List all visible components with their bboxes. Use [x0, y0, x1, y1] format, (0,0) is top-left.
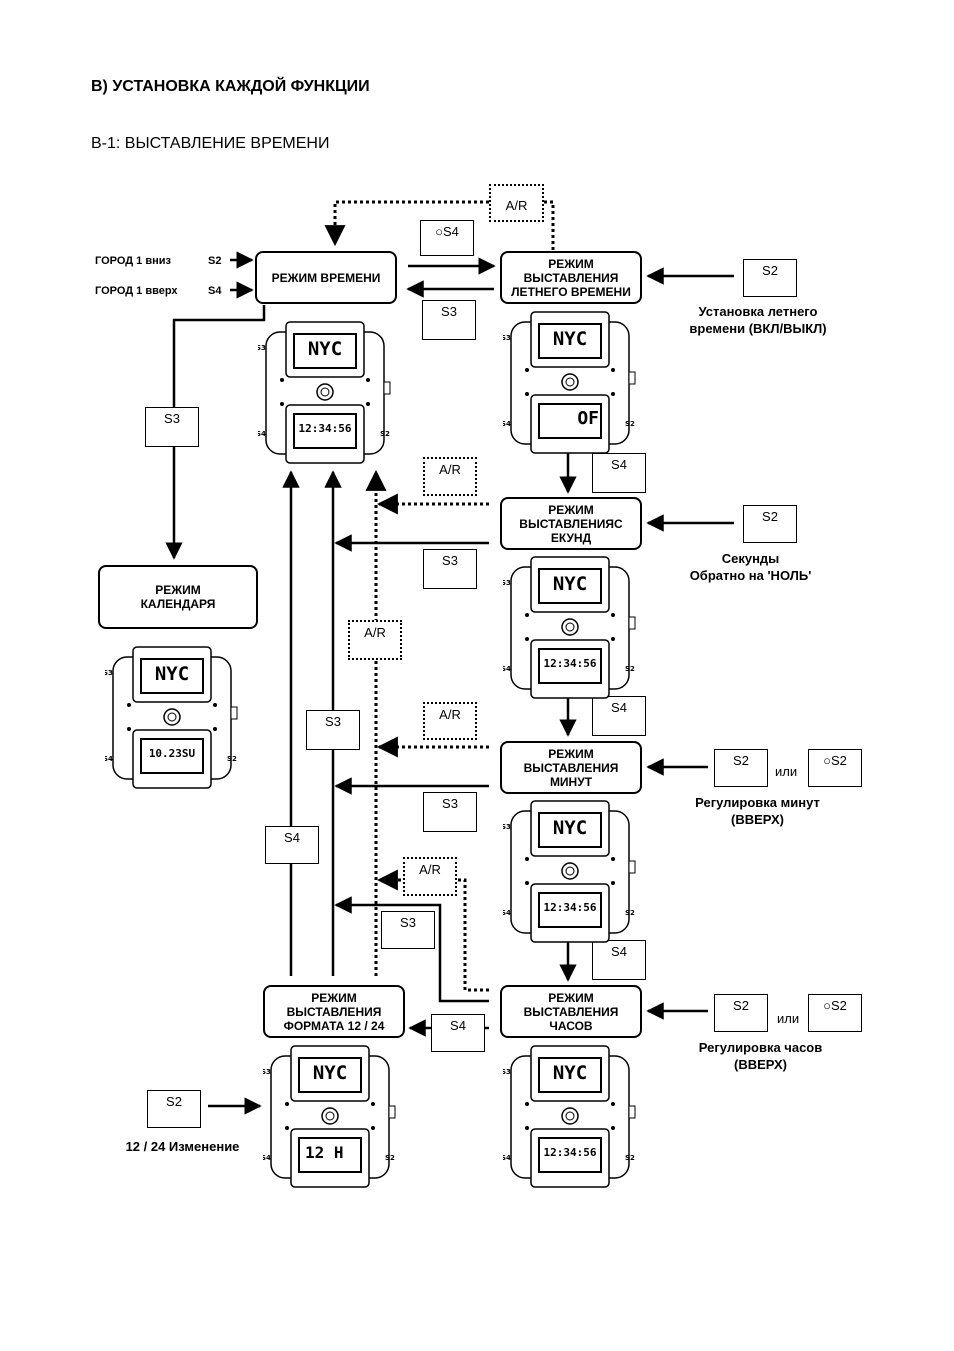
watch-format: S3 S4 S2 NYC 12 H: [261, 1044, 397, 1189]
hours-caption: Регулировка часов (ВВЕРХ): [698, 1040, 823, 1072]
key-s4-seconds-minutes[interactable]: S4: [592, 696, 646, 736]
svg-text:S3: S3: [263, 1068, 271, 1076]
watch-module-icon: S3 S4 S2: [501, 556, 636, 699]
key-s2-circle-minutes[interactable]: ○S2: [808, 749, 862, 787]
svg-text:S3: S3: [503, 1068, 511, 1076]
key-s3-format[interactable]: S3: [306, 710, 360, 750]
format-caption: 12 / 24 Изменение: [125, 1139, 240, 1154]
watch-minutes: S3 S4 S2 NYC 12:34:56: [501, 799, 637, 944]
watch-time: S3 S4 S2 NYC 12:34:56: [256, 320, 392, 465]
lcd-dst: OF: [577, 408, 599, 429]
watch-module-icon: S3 S4 S2: [501, 311, 636, 454]
svg-text:S2: S2: [625, 1154, 635, 1162]
city-up-key: S4: [208, 285, 222, 297]
lcd-format: 12 H: [305, 1143, 344, 1162]
city-up-label: ГОРОД 1 вверх: [95, 285, 178, 297]
lcd-calendar: 10.23SU: [148, 747, 196, 760]
svg-text:S4: S4: [503, 909, 511, 917]
watch-hours: S3 S4 S2 NYC 12:34:56: [501, 1044, 637, 1189]
svg-text:S4: S4: [503, 420, 511, 428]
lcd-city: NYC: [552, 328, 588, 350]
city-down-key: S2: [208, 255, 222, 267]
lcd-city: NYC: [312, 1062, 348, 1084]
key-ar-seconds[interactable]: A/R: [423, 457, 477, 496]
key-ar-hours[interactable]: A/R: [403, 857, 457, 896]
key-s3-calendar[interactable]: S3: [145, 407, 199, 447]
svg-text:S2: S2: [380, 430, 390, 438]
seconds-caption: Секунды Обратно на 'НОЛЬ': [689, 551, 812, 583]
svg-text:S3: S3: [503, 334, 511, 342]
key-s2-dst[interactable]: S2: [743, 259, 797, 297]
key-s2-minutes[interactable]: S2: [714, 749, 768, 787]
svg-text:S2: S2: [625, 909, 635, 917]
key-s3-seconds[interactable]: S3: [423, 549, 477, 589]
svg-text:S4: S4: [258, 430, 266, 438]
key-s4-minutes-hours[interactable]: S4: [592, 940, 646, 980]
mode-dst[interactable]: РЕЖИМ ВЫСТАВЛЕНИЯ ЛЕТНЕГО ВРЕМЕНИ: [500, 251, 642, 304]
key-ar-middle[interactable]: A/R: [348, 620, 402, 660]
watch-module-icon: S3 S4 S2: [103, 646, 238, 789]
svg-text:S3: S3: [105, 669, 113, 677]
key-s4-hours-format[interactable]: S4: [431, 1014, 485, 1052]
key-s3-top[interactable]: S3: [422, 300, 476, 340]
svg-text:S4: S4: [263, 1154, 271, 1162]
svg-text:S4: S4: [503, 1154, 511, 1162]
lcd-city: NYC: [552, 1062, 588, 1084]
svg-text:S2: S2: [625, 420, 635, 428]
svg-text:S3: S3: [503, 823, 511, 831]
svg-text:S3: S3: [503, 579, 511, 587]
key-s4-format[interactable]: S4: [265, 826, 319, 864]
section-title: B) УСТАНОВКА КАЖДОЙ ФУНКЦИИ: [91, 78, 370, 95]
svg-text:S3: S3: [258, 344, 266, 352]
or-label-hours: или: [777, 1011, 800, 1026]
city-down-label: ГОРОД 1 вниз: [95, 255, 171, 267]
svg-text:S4: S4: [105, 755, 113, 763]
key-s3-hours[interactable]: S3: [381, 911, 435, 949]
key-s2-seconds[interactable]: S2: [743, 505, 797, 543]
key-s4-dst-seconds[interactable]: S4: [592, 453, 646, 493]
mode-calendar[interactable]: РЕЖИМ КАЛЕНДАРЯ: [98, 565, 258, 629]
lcd-time: 12:34:56: [543, 657, 597, 670]
watch-dst: S3 S4 S2 NYC OF: [501, 310, 637, 455]
lcd-time: 12:34:56: [543, 1146, 597, 1159]
circle-icon: ○: [823, 753, 831, 768]
svg-text:S2: S2: [625, 665, 635, 673]
key-s2-format[interactable]: S2: [147, 1090, 201, 1128]
watch-module-icon: S3 S4 S2: [501, 800, 636, 943]
watch-seconds: S3 S4 S2 NYC 12:34:56: [501, 555, 637, 700]
lcd-city: NYC: [154, 663, 190, 685]
key-ar-minutes[interactable]: A/R: [423, 702, 477, 740]
key-s3-minutes[interactable]: S3: [423, 792, 477, 832]
lcd-time: 12:34:56: [298, 422, 352, 435]
mode-seconds[interactable]: РЕЖИМ ВЫСТАВЛЕНИЯС ЕКУНД: [500, 497, 642, 550]
circle-icon: ○: [435, 224, 443, 239]
minutes-caption: Регулировка минут (ВВЕРХ): [695, 795, 820, 827]
key-s2-circle-hours[interactable]: ○S2: [808, 994, 862, 1032]
mode-time[interactable]: РЕЖИМ ВРЕМЕНИ: [255, 251, 397, 304]
svg-text:S4: S4: [503, 665, 511, 673]
key-s2-hours[interactable]: S2: [714, 994, 768, 1032]
lcd-city: NYC: [552, 573, 588, 595]
watch-calendar: S3 S4 S2 NYC 10.23SU: [103, 645, 239, 790]
key-s4-circle-top[interactable]: ○S4: [420, 220, 474, 256]
dst-caption: Установка летнего времени (ВКЛ/ВЫКЛ): [689, 304, 827, 336]
mode-format[interactable]: РЕЖИМ ВЫСТАВЛЕНИЯ ФОРМАТА 12 / 24: [263, 985, 405, 1038]
lcd-city: NYC: [307, 338, 343, 360]
svg-text:S2: S2: [385, 1154, 395, 1162]
subsection-title: B-1: ВЫСТАВЛЕНИЕ ВРЕМЕНИ: [91, 135, 330, 152]
key-ar-top[interactable]: A/R: [489, 184, 544, 222]
mode-minutes[interactable]: РЕЖИМ ВЫСТАВЛЕНИЯ МИНУТ: [500, 741, 642, 794]
or-label-minutes: или: [775, 764, 798, 779]
mode-hours[interactable]: РЕЖИМ ВЫСТАВЛЕНИЯ ЧАСОВ: [500, 985, 642, 1038]
watch-module-icon: S3 S4 S2: [261, 1045, 396, 1188]
lcd-time: 12:34:56: [543, 901, 597, 914]
watch-module-icon: S3 S4 S2: [256, 321, 391, 464]
watch-module-icon: S3 S4 S2: [501, 1045, 636, 1188]
lcd-city: NYC: [552, 817, 588, 839]
svg-text:S2: S2: [227, 755, 237, 763]
circle-icon: ○: [823, 998, 831, 1013]
